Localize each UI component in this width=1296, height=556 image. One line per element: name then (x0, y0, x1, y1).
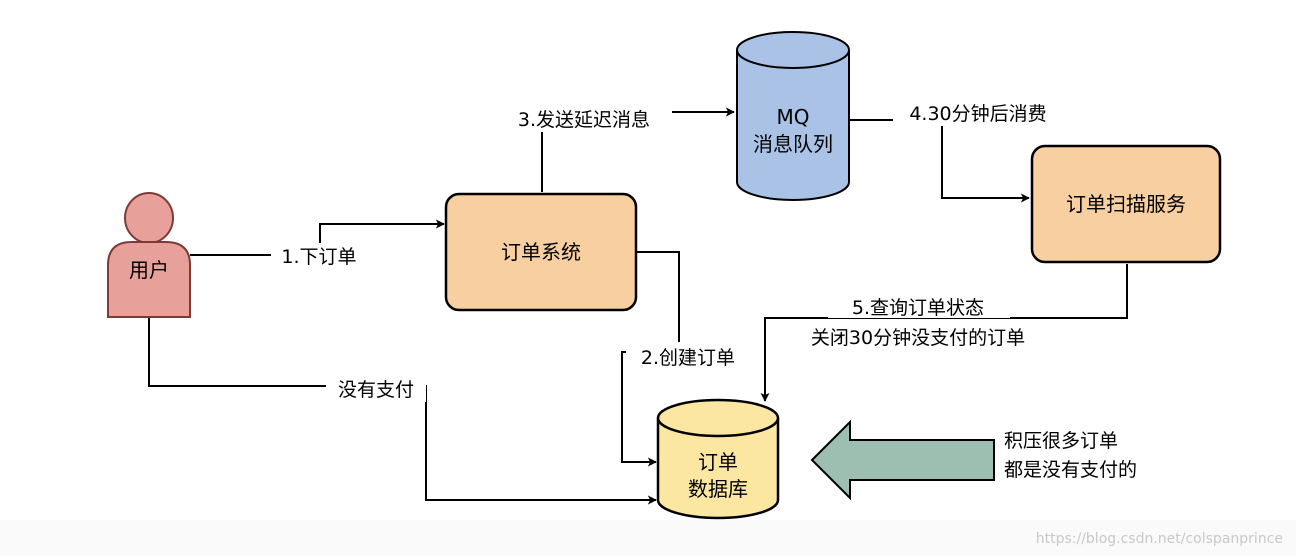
edge-label-consume-30min: 4.30分钟后消费 (909, 103, 1046, 125)
order-scan-service-label: 订单扫描服务 (1066, 192, 1186, 216)
backlog-annotation-line1: 积压很多订单 (1004, 430, 1118, 452)
user-label: 用户 (129, 258, 169, 282)
edge-label-create-order: 2.创建订单 (641, 347, 735, 369)
order-database-node: 订单 数据库 (656, 398, 780, 520)
order-database-label: 订单 (698, 450, 738, 474)
edge-label-place-order: 1.下订单 (281, 246, 356, 268)
user-head-icon (124, 192, 174, 244)
edge-place-order (190, 219, 445, 256)
order-system-label: 订单系统 (501, 240, 581, 264)
edge-consume-30min (850, 119, 1030, 203)
order-system-node: 订单系统 (444, 192, 638, 312)
edge-label-no-payment: 没有支付 (338, 379, 414, 401)
watermark-text: https://blog.csdn.net/colspanprince (1036, 531, 1283, 547)
backlog-annotation-line2: 都是没有支付的 (1004, 459, 1137, 481)
backlog-pointer-arrow (810, 419, 995, 501)
mq-sublabel: 消息队列 (753, 132, 833, 156)
edge-label-send-delayed: 3.发送延迟消息 (518, 109, 650, 131)
edge-label-close-unpaid: 关闭30分钟没支付的订单 (811, 327, 1025, 349)
order-scan-service-node: 订单扫描服务 (1030, 144, 1222, 264)
user-body (107, 241, 191, 318)
order-database-sublabel: 数据库 (688, 477, 748, 501)
user-actor: 用户 (107, 192, 191, 318)
edge-label-query-status: 5.查询订单状态 (852, 297, 984, 319)
mq-queue-node: MQ 消息队列 (736, 31, 850, 201)
edge-no-payment (148, 318, 657, 505)
mq-label: MQ (777, 105, 810, 129)
